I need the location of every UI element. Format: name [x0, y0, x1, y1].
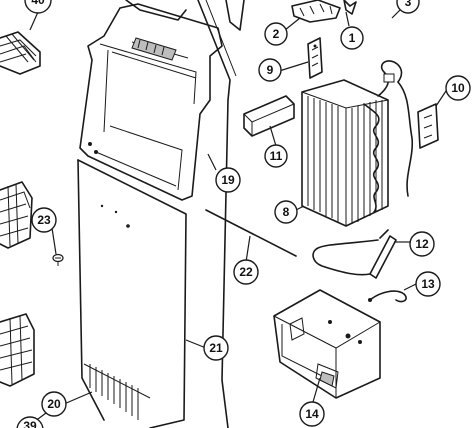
callout-3: 3 — [396, 0, 420, 14]
callout-label: 11 — [270, 149, 283, 163]
callout-11: 11 — [264, 144, 288, 168]
evaporator — [301, 60, 403, 227]
callout-label: 23 — [37, 213, 51, 227]
callout-label: 10 — [451, 81, 465, 95]
side-bracket — [417, 103, 439, 149]
callout-12: 12 — [409, 231, 435, 257]
callout-label: 22 — [239, 265, 253, 279]
callout-label: 8 — [283, 205, 290, 219]
callout-label: 21 — [209, 341, 223, 355]
sealing-strip — [205, 209, 297, 257]
callout-8: 8 — [274, 200, 298, 224]
leader-lines — [29, 7, 449, 423]
clip — [343, 0, 357, 15]
drain-tray — [273, 289, 381, 399]
evaporator-cover — [79, 0, 245, 201]
side-panel-edge — [197, 0, 237, 428]
wire-harness — [397, 81, 414, 197]
wire-basket — [0, 181, 33, 249]
callout-20: 20 — [41, 391, 67, 417]
callout-label: 3 — [405, 0, 412, 9]
callout-label: 9 — [267, 63, 274, 77]
callout-14: 14 — [299, 401, 325, 427]
heater-wire — [368, 290, 407, 303]
callout-label: 1 — [349, 31, 356, 45]
callout-22: 22 — [233, 259, 259, 285]
callout-label: 19 — [221, 173, 235, 187]
callout-23: 23 — [31, 207, 57, 233]
defrost-heater — [312, 229, 397, 279]
wire-shelf — [0, 31, 41, 75]
lower-wire-basket — [0, 313, 35, 387]
callout-label: 12 — [415, 237, 429, 251]
callout-label: 40 — [31, 0, 45, 7]
screw — [52, 253, 64, 266]
rear-panel — [77, 159, 187, 428]
callout-13: 13 — [415, 271, 441, 297]
mounting-bracket — [307, 37, 323, 79]
callout-40: 40 — [24, 0, 52, 14]
callout-1: 1 — [340, 26, 364, 50]
callout-label: 13 — [421, 277, 435, 291]
spacer-block — [243, 95, 295, 137]
callout-39: 39 — [16, 416, 44, 428]
callout-label: 39 — [23, 419, 37, 428]
callout-21: 21 — [203, 335, 229, 361]
defrost-sensor — [291, 0, 341, 23]
callout-label: 2 — [273, 27, 280, 41]
callout-19: 19 — [215, 167, 241, 193]
callout-label: 20 — [47, 397, 61, 411]
callout-2: 2 — [264, 22, 288, 46]
callout-9: 9 — [258, 58, 282, 82]
callout-10: 10 — [445, 75, 471, 101]
callout-label: 14 — [305, 407, 319, 421]
